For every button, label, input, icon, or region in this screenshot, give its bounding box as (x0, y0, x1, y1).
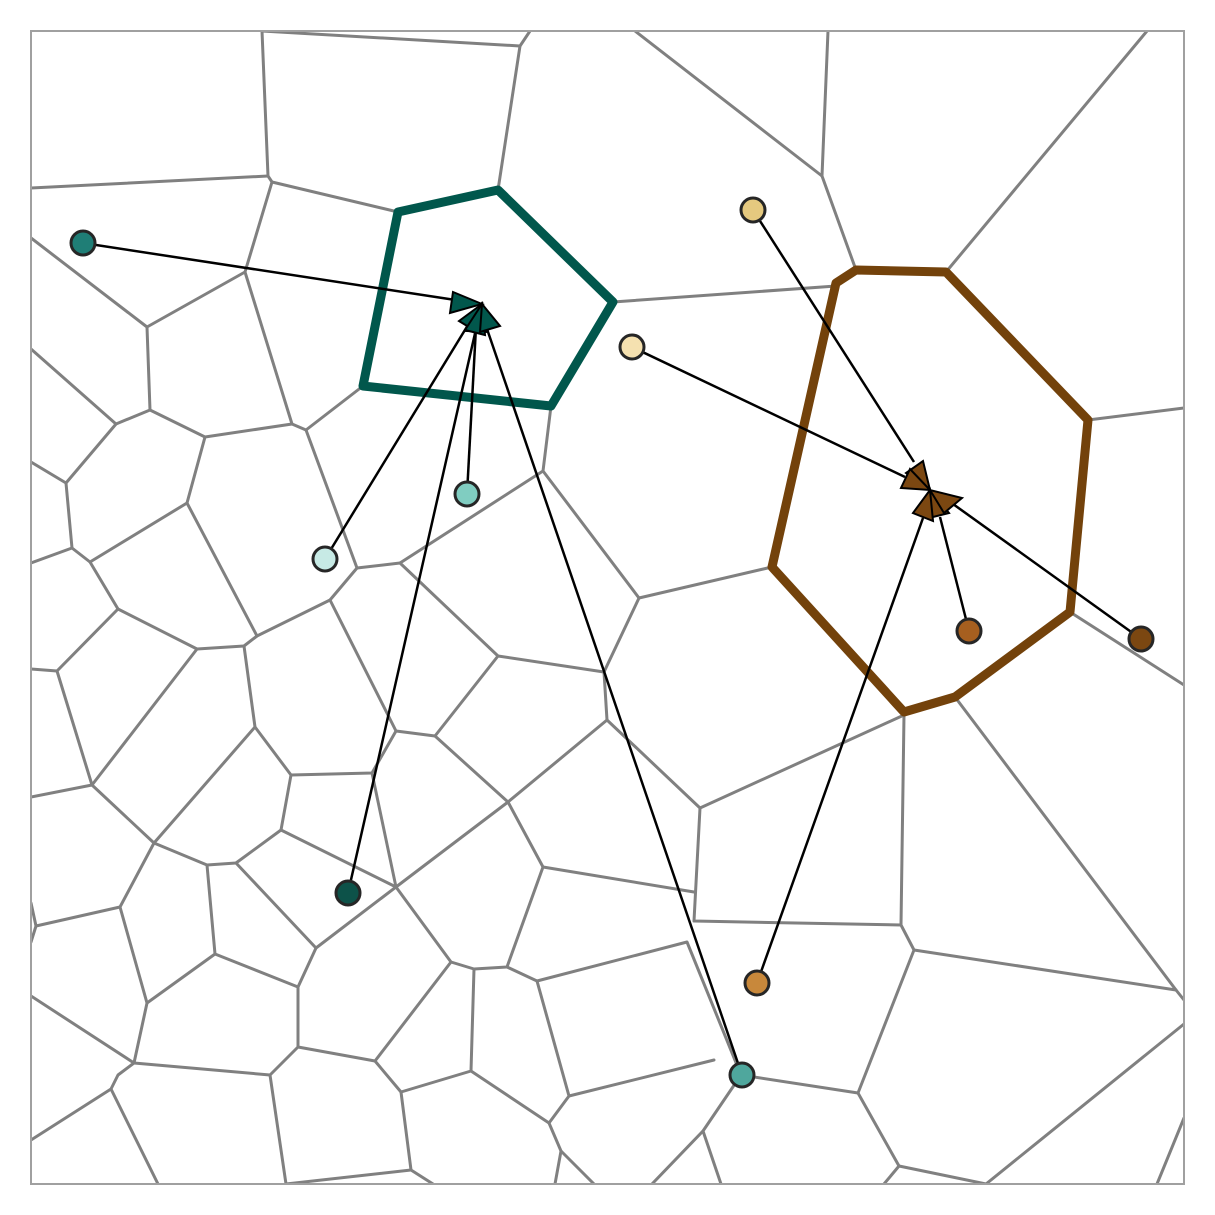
cell-edge (70, 435, 207, 564)
cell-edge (611, 284, 838, 304)
site-teal-3 (453, 480, 481, 508)
cell-edge (279, 828, 398, 889)
cell-edge (284, 1168, 413, 1184)
cell-edge (268, 1073, 288, 1184)
cell-edge (506, 800, 696, 894)
cell-edge (328, 598, 500, 738)
cell-edge (370, 734, 510, 889)
site-brown-3 (955, 617, 983, 645)
cell-edge (185, 501, 259, 638)
cell-edge (541, 469, 774, 600)
cell-edge (944, 31, 1149, 274)
site-brown-1 (739, 196, 767, 224)
cell-edge (132, 985, 300, 1077)
cell-edge (266, 174, 400, 214)
cell-edge (856, 1091, 901, 1184)
cell-edge (650, 1129, 705, 1184)
cell-edge (213, 946, 318, 989)
cell-edge (31, 773, 293, 928)
arrow-shaft (952, 502, 1142, 641)
cell-edge (984, 1022, 1184, 1184)
cell-edge (260, 31, 532, 48)
teal-arrow-head (478, 301, 502, 334)
cell-edge (1068, 610, 1184, 687)
cell-edge (496, 44, 522, 192)
site-teal-4 (334, 879, 362, 907)
arrow-shaft (323, 324, 470, 560)
cell-edge (31, 607, 120, 673)
cell-edge (31, 669, 94, 799)
teal-region-outline (358, 185, 618, 411)
teal-arrow-head (448, 290, 486, 315)
brown-arrow-head (911, 487, 935, 523)
cell-edge (897, 1164, 988, 1184)
cell-edge (296, 960, 453, 1063)
merged-regions (358, 185, 1093, 717)
cell-edge (506, 718, 903, 927)
brown-arrow-head (899, 467, 933, 492)
arrow-shaft (346, 328, 478, 894)
arrow-shaft (631, 345, 906, 479)
cell-edge (253, 725, 398, 777)
cell-edge (602, 596, 641, 722)
cell-edge (31, 994, 149, 1065)
cell-edge (31, 422, 118, 485)
cell-edge (118, 863, 217, 1005)
cell-edge (701, 1073, 743, 1184)
cell-edge (912, 948, 1178, 992)
cell-edge (469, 979, 571, 1125)
cell-edge (148, 384, 365, 439)
site-brown-4 (1127, 625, 1155, 653)
arrow-shaft (755, 517, 925, 984)
cell-edge (953, 695, 1184, 1002)
voronoi-cell-edges (31, 31, 1184, 1184)
arrow-shaft (82, 241, 463, 303)
site-arrows (82, 209, 1142, 1076)
cell-edge (820, 174, 858, 272)
cell-edge (1086, 406, 1184, 422)
seed-sites (69, 196, 1155, 1089)
cell-edge (633, 31, 830, 178)
cell-edge (31, 1061, 136, 1142)
cell-edge (373, 967, 476, 1094)
plot-frame (30, 30, 1185, 1185)
cell-edge (31, 481, 74, 565)
arrow-shaft (484, 325, 744, 1076)
cell-edge (31, 31, 270, 190)
cell-edge (559, 1149, 596, 1184)
cell-edge (567, 1058, 716, 1098)
cell-edge (1155, 1116, 1184, 1184)
site-teal-2 (311, 545, 339, 573)
site-teal-1 (69, 229, 97, 257)
site-teal-5 (728, 1061, 756, 1089)
cell-edge (243, 270, 294, 426)
arrow-shaft (465, 326, 478, 495)
brown-arrow-head (927, 488, 965, 515)
brown-region-outline (767, 265, 1093, 717)
site-brown-2 (618, 333, 646, 361)
cell-edge (234, 861, 545, 971)
cell-edge (31, 180, 274, 329)
site-brown-5 (743, 969, 771, 997)
cell-edge (505, 713, 916, 1095)
cell-edge (90, 644, 257, 845)
arrow-shaft (938, 516, 971, 632)
cell-edge (547, 1121, 563, 1184)
cell-edge (698, 713, 906, 810)
cell-edge (31, 325, 152, 426)
cell-edge (109, 1087, 160, 1184)
arrow-shaft (751, 209, 916, 463)
